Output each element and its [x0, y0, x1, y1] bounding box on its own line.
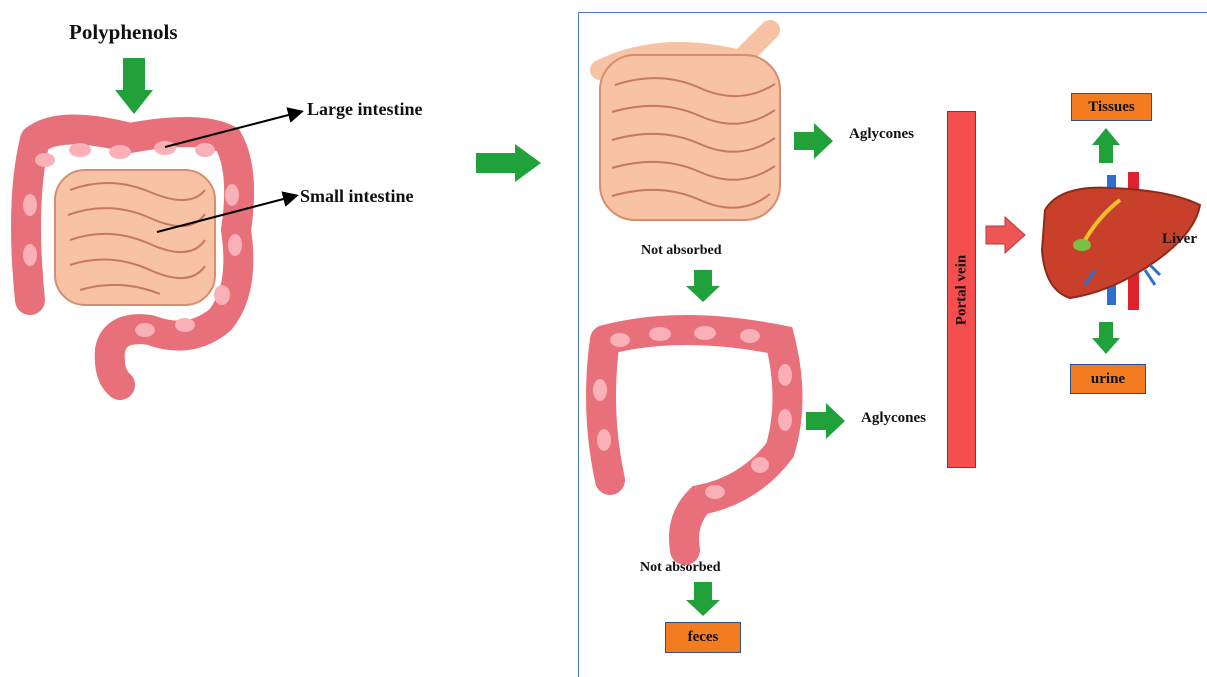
- small-intestine-label: Small intestine: [300, 186, 414, 207]
- tissues-up-arrow: [1092, 128, 1120, 163]
- not-absorbed-bottom-label: Not absorbed: [640, 560, 721, 576]
- portal-vein-label: Portal vein: [953, 254, 970, 324]
- urine-down-arrow: [1092, 322, 1120, 354]
- polyphenols-label: Polyphenols: [69, 20, 178, 45]
- aglycones-top-label: Aglycones: [849, 126, 914, 143]
- tissues-box: Tissues: [1071, 93, 1152, 121]
- aglycones-bottom-label: Aglycones: [861, 410, 926, 427]
- portal-to-liver-arrow: [986, 217, 1025, 253]
- intestine-illustration-left: [23, 129, 242, 385]
- not-absorbed-top-label: Not absorbed: [641, 243, 722, 259]
- portal-vein-bar: Portal vein: [947, 111, 976, 468]
- large-intestine-illustration: [593, 326, 792, 550]
- feces-down-arrow: [686, 582, 720, 616]
- aglycones-bottom-arrow: [806, 403, 845, 439]
- transition-right-arrow: [476, 144, 541, 182]
- urine-box: urine: [1070, 364, 1146, 394]
- polyphenols-down-arrow: [115, 58, 153, 114]
- liver-label: Liver: [1162, 231, 1197, 248]
- feces-box: feces: [665, 622, 741, 653]
- aglycones-top-arrow: [794, 123, 833, 159]
- not-absorbed-top-arrow: [686, 270, 720, 302]
- small-intestine-illustration: [600, 30, 780, 220]
- large-intestine-label: Large intestine: [307, 99, 422, 120]
